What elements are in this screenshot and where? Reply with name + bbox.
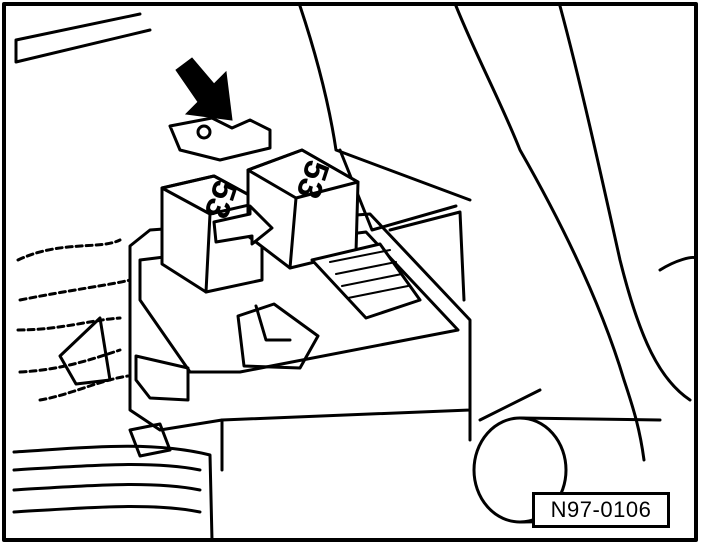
intake-hose — [12, 444, 214, 542]
fender-outer — [558, 4, 692, 402]
fuse-slots — [329, 249, 409, 299]
hood-edge — [14, 12, 152, 64]
bracket-hole — [196, 124, 212, 140]
relay-right-edge — [288, 196, 298, 270]
wiring-harness — [16, 238, 132, 402]
socket-terminal — [254, 304, 292, 342]
side-clip — [134, 354, 190, 402]
strut-curve — [658, 256, 698, 272]
relay-right-top — [246, 148, 360, 200]
carrier-front — [220, 408, 472, 472]
harness-clip — [58, 316, 112, 386]
empty-socket — [236, 302, 320, 370]
reference-code-box: N97-0106 — [532, 492, 670, 528]
installation-arrow-icon — [212, 204, 274, 246]
fender-curve — [298, 4, 472, 202]
frame-border — [2, 2, 698, 542]
relay-left-edge — [204, 212, 212, 294]
lower-clip — [128, 422, 172, 458]
fender-inner — [454, 4, 646, 462]
mounting-bracket — [168, 116, 272, 162]
carrier-rim — [138, 230, 460, 374]
reference-code: N97-0106 — [550, 497, 652, 522]
arrow-down-right-icon — [175, 57, 233, 121]
